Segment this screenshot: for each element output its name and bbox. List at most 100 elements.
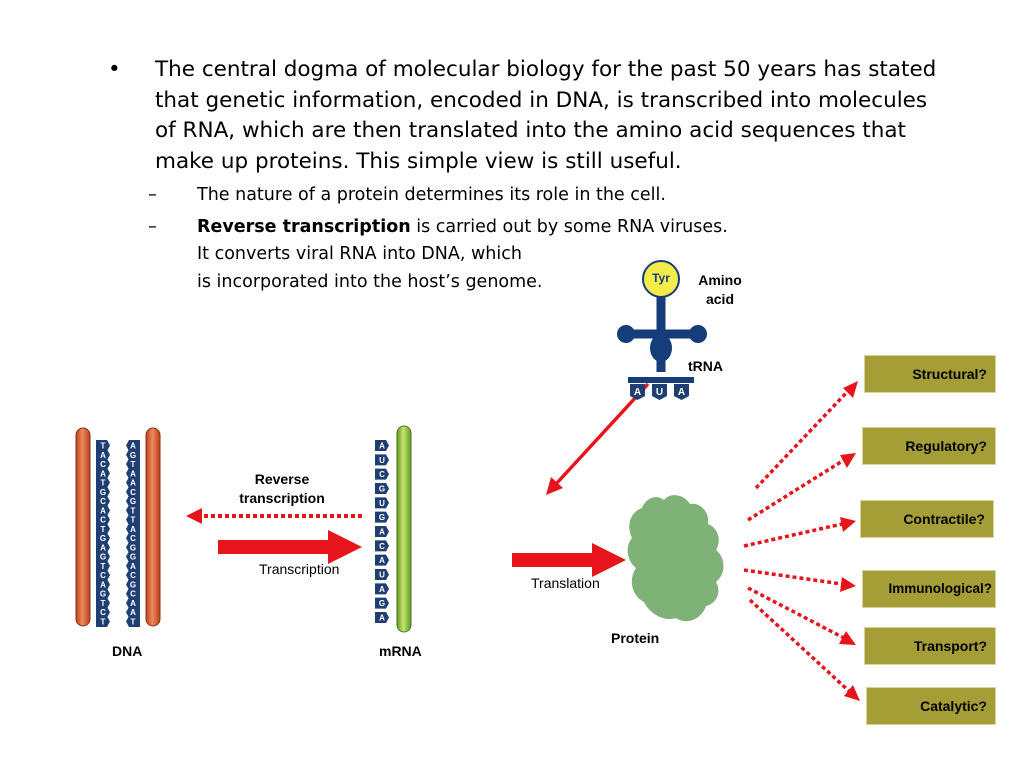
dna-base-left-letter: C: [100, 497, 106, 506]
dna-base-left: C: [96, 606, 110, 618]
dna-base-left-letter: G: [100, 590, 106, 599]
mrna-base-letter: G: [379, 599, 385, 608]
dna-base-left: T: [96, 560, 110, 572]
role-box-transport: Transport?: [864, 627, 996, 665]
dna-base-left: C: [96, 514, 110, 526]
dna-base-right: G: [126, 578, 140, 590]
dna-base-right-letter: C: [130, 590, 136, 599]
dna-base-left-letter: C: [100, 460, 106, 469]
mrna-base-letter: U: [379, 456, 385, 465]
dna-base-left-letter: C: [100, 516, 106, 525]
mrna-base: G: [375, 483, 389, 494]
dna-strand-left: [75, 427, 91, 627]
dna-base-right: T: [126, 504, 140, 516]
transcription-label: Transcription: [259, 561, 340, 577]
dna-base-left: C: [96, 569, 110, 581]
mrna-base: G: [375, 511, 389, 523]
anticodon-base: U: [652, 384, 667, 400]
dna-base-right: C: [126, 588, 140, 600]
mrna-base: A: [375, 554, 389, 566]
dna-base-left: A: [96, 504, 110, 516]
dna-base-right: C: [126, 532, 140, 544]
tyr-label: Tyr: [652, 271, 670, 285]
sub-bullet-line1-rest: is carried out by some RNA viruses.: [410, 216, 728, 237]
dna-base-right: G: [126, 449, 140, 461]
dna-base-right: C: [126, 486, 140, 498]
bullet-list: • The central dogma of molecular biology…: [108, 55, 938, 296]
sub-bullet-reverse-transcription: – Reverse transcription is carried out b…: [108, 214, 938, 297]
dna-base-left-letter: A: [100, 469, 106, 478]
protein-shape: [627, 495, 724, 622]
dna-base-left: T: [96, 616, 110, 627]
dna-base-right-letter: A: [130, 525, 136, 534]
amino-acid-label: Amino acid: [698, 272, 742, 307]
mrna-base: U: [375, 497, 389, 509]
mrna-base-letter: U: [379, 571, 385, 580]
mrna-base: C: [375, 540, 389, 552]
mrna-base-letter: A: [379, 585, 385, 594]
mrna-base-letter: A: [379, 528, 385, 537]
mrna-base-letter: C: [379, 470, 385, 479]
dna-base-right: G: [126, 541, 140, 553]
dna-base-right: T: [126, 458, 140, 470]
role-arrow-immunological: [743, 568, 856, 592]
mrna-base: C: [375, 468, 389, 480]
dna-base-left-letter: G: [100, 534, 106, 543]
dna-base-right-letter: T: [131, 618, 136, 627]
mrna-base: A: [375, 440, 389, 451]
trna-label: tRNA: [688, 358, 723, 374]
dna-base-right-letter: G: [130, 543, 136, 552]
dna-base-left: G: [96, 486, 110, 498]
dna-base-right: A: [126, 597, 140, 609]
dna-base-right-letter: G: [130, 497, 136, 506]
dna-base-left: A: [96, 467, 110, 479]
dna-base-left-letter: A: [100, 543, 106, 552]
dna-label: DNA: [112, 643, 143, 659]
main-bullet-text: The central dogma of molecular biology f…: [155, 57, 937, 174]
mrna-base: U: [375, 569, 389, 580]
role-box-catalytic: Catalytic?: [866, 687, 996, 725]
mrna-base-letter: U: [379, 499, 385, 508]
dna-base-right: A: [126, 467, 140, 479]
dna-base-left: G: [96, 532, 110, 544]
role-box-contractile: Contractile?: [860, 500, 994, 538]
dna-base-right-letter: T: [131, 460, 136, 469]
dna-base-left: A: [96, 541, 110, 553]
role-box-regulatory: Regulatory?: [862, 427, 996, 465]
dna-base-right: A: [126, 477, 140, 489]
dna-base-left: T: [96, 597, 110, 609]
translation-arrow: [512, 543, 626, 577]
dna-base-left-letter: C: [100, 571, 106, 580]
dna-base-right-letter: C: [130, 571, 136, 580]
dna-base-right: A: [126, 606, 140, 618]
mrna-base-letter: A: [379, 614, 385, 623]
dna-base-right: A: [126, 560, 140, 572]
dna-base-left: T: [96, 477, 110, 489]
dna-base-right-letter: A: [130, 599, 136, 608]
role-arrow-transport: [747, 586, 856, 645]
role-arrow-contractile: [743, 517, 856, 548]
dna-base-left-letter: T: [101, 618, 106, 627]
dna-base-left: C: [96, 495, 110, 507]
mrna-base: G: [375, 597, 389, 609]
sub-bullet-line2: It converts viral RNA into DNA, which: [197, 244, 522, 264]
dna-base-right-letter: G: [130, 553, 136, 562]
dna-base-right-letter: T: [131, 506, 136, 515]
dna-base-right-letter: A: [130, 479, 136, 488]
role-label-structural: Structural?: [912, 366, 987, 382]
dna-base-left: G: [96, 551, 110, 563]
dna-base-left-letter: C: [100, 608, 106, 617]
trna-to-protein-arrow: [546, 382, 650, 495]
dna-base-right: A: [126, 523, 140, 535]
role-arrows: [743, 381, 860, 701]
mrna-base: A: [375, 612, 389, 623]
dna-base-left-letter: A: [100, 451, 106, 460]
dna-base-left-letter: A: [100, 580, 106, 589]
anticodon-base-letter: A: [634, 387, 641, 398]
mrna-base: A: [375, 583, 389, 595]
mrna-base-letter: G: [379, 485, 385, 494]
